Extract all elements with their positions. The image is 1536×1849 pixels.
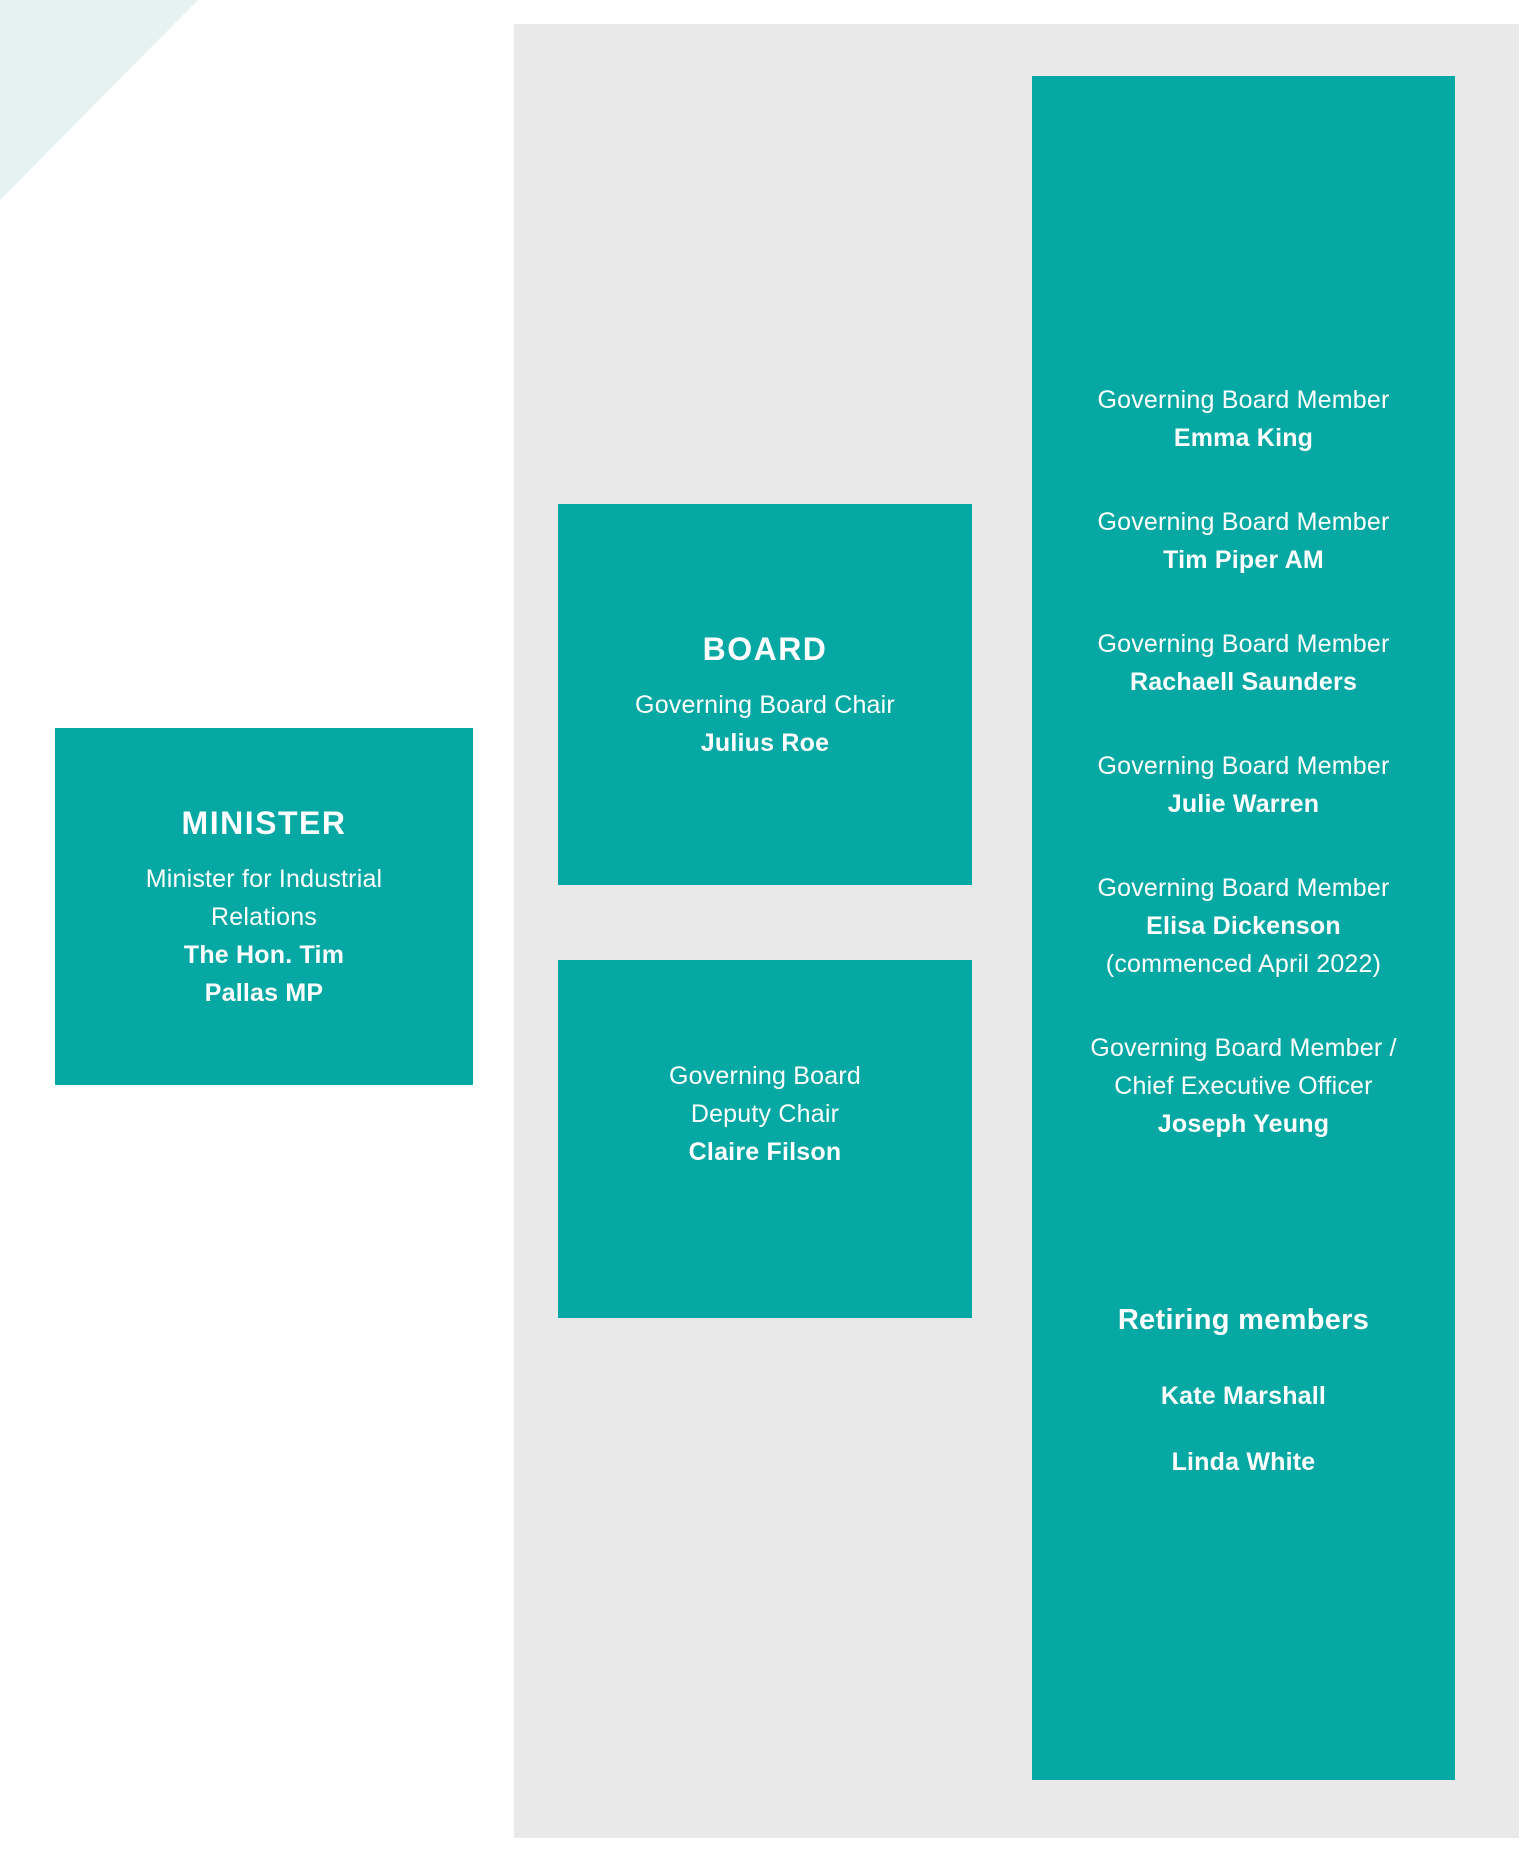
member-name: Tim Piper AM xyxy=(1163,546,1324,574)
deputy-chair-box: Governing Board Deputy Chair Claire Fils… xyxy=(558,960,972,1318)
member-role: Governing Board Member xyxy=(1097,386,1390,414)
member-entry: Governing Board Member Elisa Dickenson (… xyxy=(1097,869,1389,983)
member-entry: Governing Board Member Julie Warren xyxy=(1097,747,1389,823)
member-name: Julie Warren xyxy=(1167,790,1320,818)
deputy-chair-name: Claire Filson xyxy=(688,1138,842,1166)
corner-triangle-decoration xyxy=(0,0,198,200)
retiring-member-name: Kate Marshall xyxy=(1160,1382,1327,1410)
minister-title: MINISTER xyxy=(181,805,347,841)
member-entry: Governing Board Member Emma King xyxy=(1097,381,1389,457)
minister-name: The Hon. Tim Pallas MP xyxy=(183,941,345,1007)
member-name: Elisa Dickenson xyxy=(1146,912,1341,940)
member-name: Rachaell Saunders xyxy=(1129,668,1358,696)
member-name: Emma King xyxy=(1173,424,1314,452)
retiring-members-heading: Retiring members xyxy=(1117,1304,1370,1336)
board-chair-name: Julius Roe xyxy=(700,729,830,757)
member-note: (commenced April 2022) xyxy=(1105,950,1382,978)
board-members-box: Governing Board Member Emma King Governi… xyxy=(1032,76,1455,1780)
board-chair-role: Governing Board Chair xyxy=(635,691,895,719)
board-chair-box: BOARD Governing Board Chair Julius Roe xyxy=(558,504,972,885)
member-role: Governing Board Member / Chief Executive… xyxy=(1090,1034,1397,1100)
member-role: Governing Board Member xyxy=(1097,874,1390,902)
member-role: Governing Board Member xyxy=(1097,752,1390,780)
member-entry: Governing Board Member Tim Piper AM xyxy=(1097,503,1389,579)
minister-box: MINISTER Minister for Industrial Relatio… xyxy=(55,728,473,1085)
member-entry: Governing Board Member / Chief Executive… xyxy=(1090,1029,1396,1143)
member-name: Joseph Yeung xyxy=(1157,1110,1330,1138)
minister-role: Minister for Industrial Relations xyxy=(145,865,383,931)
board-title: BOARD xyxy=(702,631,828,667)
member-role: Governing Board Member xyxy=(1097,508,1390,536)
retiring-member-name: Linda White xyxy=(1171,1448,1316,1476)
member-role: Governing Board Member xyxy=(1097,630,1390,658)
member-entry: Governing Board Member Rachaell Saunders xyxy=(1097,625,1389,701)
deputy-chair-role: Governing Board Deputy Chair xyxy=(668,1062,861,1128)
